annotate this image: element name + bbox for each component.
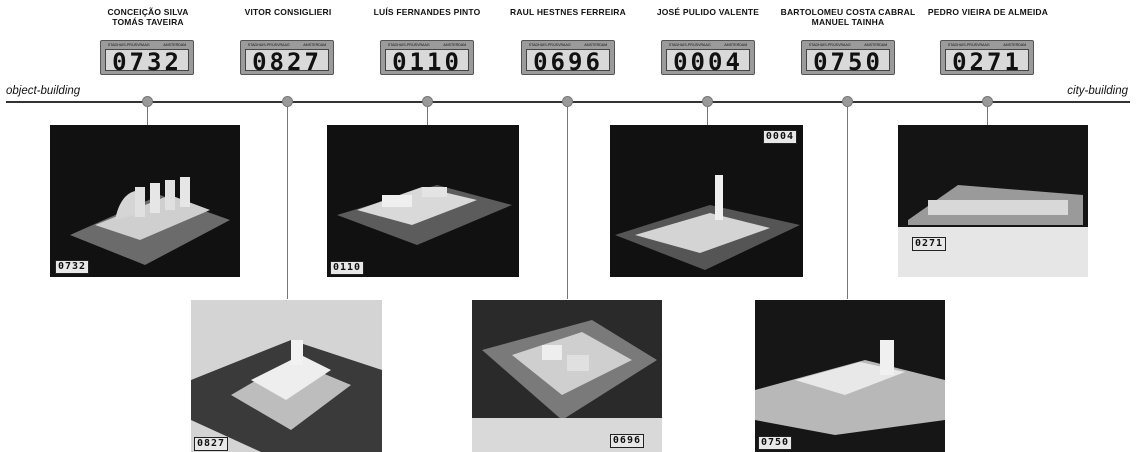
timeline-dot-2 — [282, 96, 293, 107]
architect-name-line: VITOR CONSIGLIERI — [244, 7, 332, 17]
architect-name-line: CONCEIÇÃO SILVA — [107, 7, 189, 17]
timeline-dot-4 — [562, 96, 573, 107]
architect-name-line: PEDRO VIEIRA DE ALMEIDA — [927, 7, 1049, 17]
plate-number: 0004 — [666, 49, 750, 74]
photo-number-label: 0732 — [55, 260, 90, 274]
number-plate-6: STADHUIS-PRIJSVRAAG AMSTERDAM 0750 — [801, 40, 895, 75]
architect-name-6: BARTOLOMEU COSTA CABRAL MANUEL TAINHA — [763, 7, 933, 27]
photo-number-label: 0696 — [609, 434, 644, 448]
plate-caption-right: AMSTERDAM — [1003, 43, 1027, 47]
architect-name-5: JOSÉ PULIDO VALENTE — [623, 7, 793, 17]
architect-name-7: PEDRO VIEIRA DE ALMEIDA — [903, 7, 1073, 17]
model-image — [337, 185, 512, 245]
plate-number: 0732 — [105, 49, 189, 74]
number-plate-7: STADHUIS-PRIJSVRAAG AMSTERDAM 0271 — [940, 40, 1034, 75]
architect-name-line: TOMÁS TAVEIRA — [112, 17, 184, 27]
model-image — [755, 340, 945, 435]
number-plate-5: STADHUIS-PRIJSVRAAG AMSTERDAM 0004 — [661, 40, 755, 75]
model-photo-0732: 0732 — [50, 125, 240, 277]
model-photo-0827: 0827 — [191, 300, 382, 452]
plate-number: 0110 — [385, 49, 469, 74]
plate-caption-left: STADHUIS-PRIJSVRAAG — [947, 43, 990, 47]
model-photo-0110: 0110 — [327, 125, 519, 277]
architect-name-1: CONCEIÇÃO SILVA TOMÁS TAVEIRA — [63, 7, 233, 27]
model-photo-0750: 0750 — [755, 300, 945, 452]
photo-number-label: 0004 — [762, 130, 797, 144]
plate-caption-left: STADHUIS-PRIJSVRAAG — [668, 43, 711, 47]
connector-stem-3 — [427, 107, 428, 125]
model-image — [70, 177, 230, 265]
plate-caption-right: AMSTERDAM — [163, 43, 187, 47]
timeline-dot-7 — [982, 96, 993, 107]
architect-name-line: MANUEL TAINHA — [811, 17, 885, 27]
architect-name-4: RAUL HESTNES FERREIRA — [483, 7, 653, 17]
model-image — [615, 175, 800, 270]
plate-number: 0271 — [945, 49, 1029, 74]
photo-number-label: 0827 — [194, 437, 229, 451]
model-image — [472, 320, 662, 452]
photo-number-label: 0750 — [758, 436, 793, 450]
architect-name-line: RAUL HESTNES FERREIRA — [510, 7, 626, 17]
plate-number: 0696 — [526, 49, 610, 74]
architect-name-line: BARTOLOMEU COSTA CABRAL — [780, 7, 916, 17]
plate-caption-left: STADHUIS-PRIJSVRAAG — [247, 43, 290, 47]
plate-caption-left: STADHUIS-PRIJSVRAAG — [387, 43, 430, 47]
number-plate-4: STADHUIS-PRIJSVRAAG AMSTERDAM 0696 — [521, 40, 615, 75]
architect-name-line: JOSÉ PULIDO VALENTE — [656, 7, 760, 17]
number-plate-1: STADHUIS-PRIJSVRAAG AMSTERDAM 0732 — [100, 40, 194, 75]
architect-name-2: VITOR CONSIGLIERI — [203, 7, 373, 17]
plate-caption-right: AMSTERDAM — [724, 43, 748, 47]
timeline-dot-6 — [842, 96, 853, 107]
architect-name-3: LUÍS FERNANDES PINTO — [342, 7, 512, 17]
axis-label-right: city-building — [1067, 85, 1128, 97]
photo-number-label: 0110 — [330, 261, 365, 275]
timeline-dot-5 — [702, 96, 713, 107]
model-photo-0696: 0696 — [472, 300, 662, 452]
plate-caption-right: AMSTERDAM — [303, 43, 327, 47]
plate-number: 0750 — [806, 49, 890, 74]
model-image — [191, 340, 382, 452]
number-plate-3: STADHUIS-PRIJSVRAAG AMSTERDAM 0110 — [380, 40, 474, 75]
model-photo-0271: 0271 — [898, 125, 1088, 277]
photo-number-label: 0271 — [912, 237, 947, 251]
plate-number: 0827 — [245, 49, 329, 74]
plate-caption-left: STADHUIS-PRIJSVRAAG — [528, 43, 571, 47]
model-photo-0004: 0004 — [610, 125, 803, 277]
connector-stem-1 — [147, 107, 148, 125]
plate-caption-left: STADHUIS-PRIJSVRAAG — [107, 43, 150, 47]
timeline-dot-1 — [142, 96, 153, 107]
plate-caption-right: AMSTERDAM — [864, 43, 888, 47]
axis-label-left: object-building — [6, 85, 81, 97]
connector-stem-5 — [707, 107, 708, 125]
number-plate-2: STADHUIS-PRIJSVRAAG AMSTERDAM 0827 — [240, 40, 334, 75]
connector-stem-6 — [847, 107, 848, 299]
connector-stem-2 — [287, 107, 288, 299]
architect-name-line: LUÍS FERNANDES PINTO — [373, 7, 481, 17]
connector-stem-4 — [567, 107, 568, 299]
plate-caption-right: AMSTERDAM — [443, 43, 467, 47]
plate-caption-left: STADHUIS-PRIJSVRAAG — [808, 43, 851, 47]
plate-caption-right: AMSTERDAM — [584, 43, 608, 47]
model-image — [908, 185, 1083, 225]
timeline-dot-3 — [422, 96, 433, 107]
